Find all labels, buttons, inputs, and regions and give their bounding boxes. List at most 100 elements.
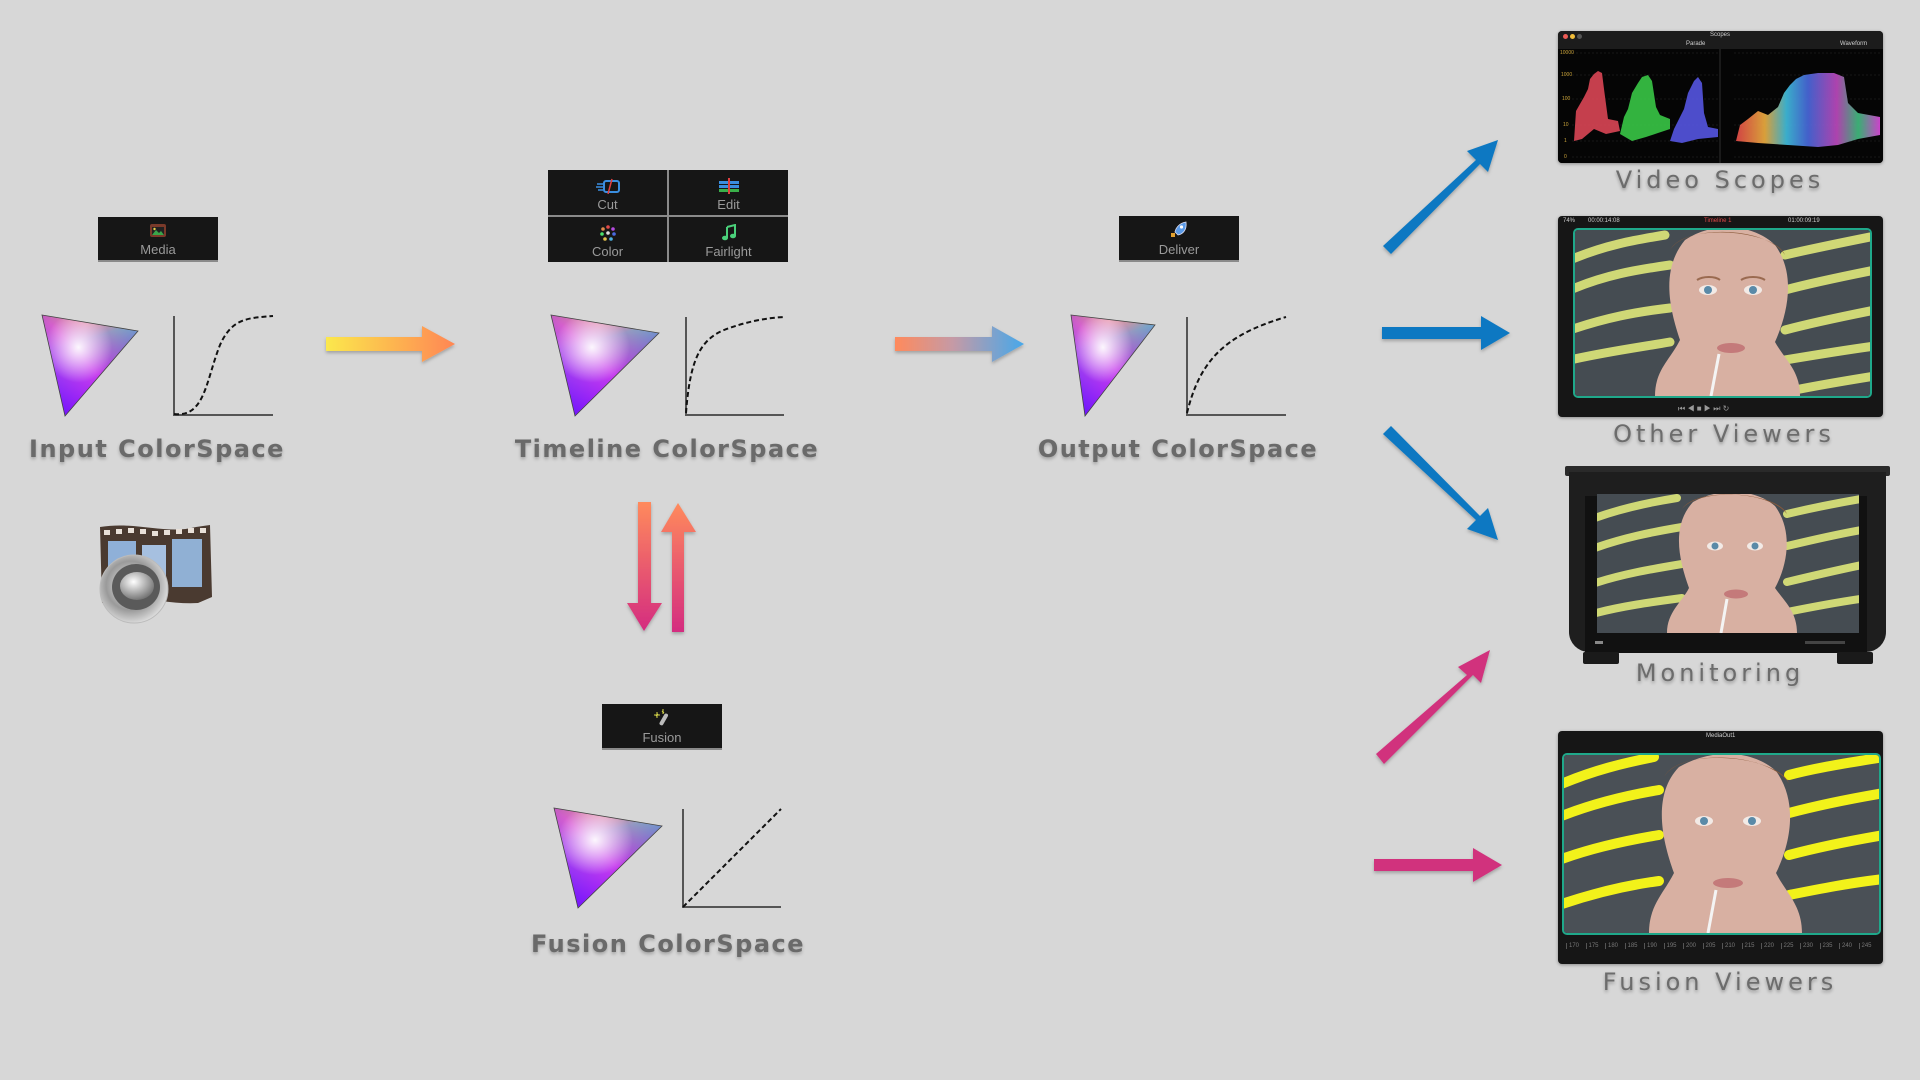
parade-mode-dropdown[interactable]: Parade [1686,41,1706,47]
output-to-scopes-arrow [1383,140,1498,254]
fusion-page-button[interactable]: Fusion [602,704,722,750]
ruler-tick: 240 [1839,943,1852,949]
minimize-dot-icon[interactable] [1570,34,1575,39]
monitor-foot-right [1837,652,1873,664]
fusion-page-label: Fusion [642,730,682,745]
viewer-transport-controls: ⏮ ◀ ■ ▶ ⏭ ↻ [1558,401,1883,417]
parade-green-trace [1620,75,1670,141]
output-colorspace-label: Output ColorSpace [1037,435,1319,463]
ruler-tick: 170 [1566,943,1579,949]
fusion-portrait-image [1564,755,1879,933]
input-colorspace-label: Input ColorSpace [29,435,285,463]
ruler-tick: 210 [1722,943,1735,949]
edit-page-label: Edit [717,197,740,212]
cut-page-label: Cut [597,197,618,212]
media-pool-icon [99,525,212,624]
timeline-transfer-curve-icon [685,316,785,416]
output-gamut-triangle-icon [1070,314,1156,418]
media-page-button[interactable]: Media [98,217,218,262]
waveform-trace [1736,73,1880,147]
scopes-axis-tick: 10000 [1560,50,1574,56]
input-transfer-curve-icon [173,315,274,416]
monitor-logo-icon [1595,641,1603,644]
video-scopes-label: Video Scopes [1615,166,1825,194]
ruler-tick: 175 [1585,943,1599,949]
scopes-axis-tick: 10 [1563,122,1569,128]
fusion-to-monitoring-arrow [1376,650,1490,764]
parade-red-trace [1574,71,1620,141]
fusion-colorspace-label: Fusion ColorSpace [530,930,806,958]
ruler-tick: 205 [1702,943,1716,949]
waveform-mode-dropdown[interactable]: Waveform [1840,41,1868,47]
output-to-viewers-arrow [1382,316,1510,350]
color-page-icon [599,223,617,243]
deliver-page-icon [1169,220,1189,240]
ruler-tick: 230 [1800,943,1813,949]
scopes-axis-tick: 1000 [1561,72,1573,78]
fairlight-page-label: Fairlight [705,244,752,259]
edit-page-button[interactable]: Edit [669,170,788,215]
ruler-tick: 190 [1644,943,1657,949]
ruler-tick: 235 [1819,943,1833,949]
monitor-buttons [1805,641,1845,644]
viewer-timecode-left: 00:00:14:08 [1588,218,1620,224]
scopes-axis-tick: 1 [1564,138,1567,144]
output-to-monitoring-arrow [1383,426,1498,540]
other-viewers-window: 74% 00:00:14:08 Timeline 1 01:00:09:19 ⏮… [1558,216,1883,417]
ruler-tick: 185 [1624,943,1638,949]
monitor-hood [1565,466,1890,476]
media-page-label: Media [140,242,176,257]
timeline-colorspace-label: Timeline ColorSpace [514,435,820,463]
timeline-to-output-arrow [895,326,1024,362]
deliver-page-label: Deliver [1158,242,1200,257]
monitor-foot-left [1583,652,1619,664]
parade-blue-trace [1670,77,1718,143]
fusion-to-timeline-arrow [661,503,696,632]
fusion-transfer-curve-icon [682,808,782,908]
fusion-viewers-label: Fusion Viewers [1602,968,1838,996]
fusion-to-fusion-viewers-arrow [1374,848,1502,882]
monitor-screen [1597,494,1859,633]
fairlight-page-icon [721,223,737,243]
cut-page-button[interactable]: Cut [548,170,667,215]
ruler-tick: 180 [1605,943,1618,949]
input-to-timeline-arrow [326,326,455,362]
fusion-gamut-triangle-icon [553,807,663,909]
output-transfer-curve-icon [1186,316,1287,416]
ruler-tick: 195 [1663,943,1677,949]
reference-monitor [1565,466,1890,667]
deliver-page-button[interactable]: Deliver [1119,216,1239,262]
fusion-timeline-ruler[interactable]: 170 175 180 185 190 195 200 205 210 215 220 225 230 2… [1566,938,1876,958]
cut-page-icon [595,176,621,196]
close-dot-icon[interactable] [1563,34,1568,39]
fusion-node-name: MediaOut1 [1706,733,1736,739]
play-controls-icon[interactable]: ⏮ ◀ ■ ▶ ⏭ ↻ [1678,404,1730,413]
ruler-tick: 225 [1780,943,1794,949]
timeline-to-fusion-arrow [627,502,662,631]
input-gamut-triangle-icon [41,314,139,417]
edit-page-icon [717,176,741,196]
other-viewers-label: Other Viewers [1613,420,1835,448]
ruler-tick: 200 [1683,943,1696,949]
scopes-axis-tick: 100 [1562,96,1571,102]
media-page-icon [149,220,167,240]
monitor-portrait-image [1597,494,1859,633]
color-page-label: Color [591,244,624,259]
viewer-zoom-level[interactable]: 74% [1563,218,1576,224]
scopes-display: 10000 1000 100 10 1 0 [1558,49,1883,163]
ruler-tick: 220 [1761,943,1774,949]
portrait-image [1575,230,1870,396]
viewer-timecode-right: 01:00:09:19 [1788,218,1820,224]
scopes-title-bar: Scopes Parade Waveform [1558,31,1883,49]
timeline-gamut-triangle-icon [550,314,660,417]
fusion-page-icon [652,708,672,728]
color-page-button[interactable]: Color [548,217,667,262]
scopes-window-title: Scopes [1710,32,1731,38]
fusion-viewer-window: MediaOut1 170 175 180 185 190 195 200 205 210 215… [1558,731,1883,964]
zoom-dot-icon[interactable] [1577,34,1582,39]
ruler-tick: 215 [1741,943,1755,949]
scopes-axis-tick: 0 [1564,154,1567,160]
viewer-timeline-dropdown[interactable]: Timeline 1 [1704,218,1732,224]
fairlight-page-button[interactable]: Fairlight [669,217,788,262]
